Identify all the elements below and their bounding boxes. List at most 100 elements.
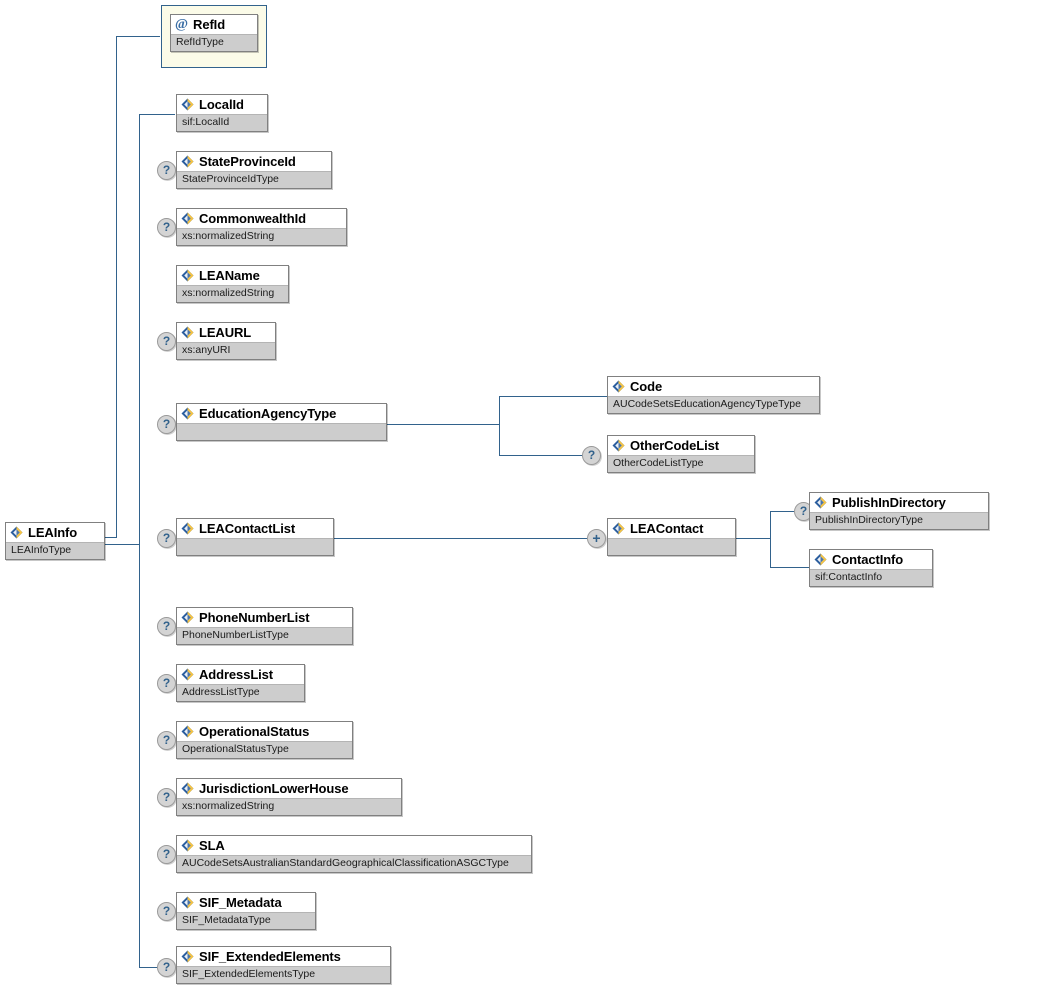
node-contactinfo[interactable]: ContactInfo sif:ContactInfo bbox=[809, 549, 933, 587]
node-stateprovinceid-header: StateProvinceId bbox=[177, 152, 331, 171]
node-leacontact-name: LEAContact bbox=[630, 521, 704, 536]
node-code-name: Code bbox=[630, 379, 663, 394]
node-code[interactable]: Code AUCodeSetsEducationAgencyTypeType bbox=[607, 376, 820, 414]
node-leainfo[interactable]: LEAInfo LEAInfoType bbox=[5, 522, 105, 560]
element-icon bbox=[181, 98, 194, 111]
node-leainfo-type: LEAInfoType bbox=[6, 542, 104, 559]
optional-marker-phonenumberlist[interactable]: ? bbox=[157, 617, 176, 636]
node-sla[interactable]: SLA AUCodeSetsAustralianStandardGeograph… bbox=[176, 835, 532, 873]
node-educationagencytype-header: EducationAgencyType bbox=[177, 404, 386, 423]
node-sifmetadata-name: SIF_Metadata bbox=[199, 895, 282, 910]
node-jurisdictionlowerhouse[interactable]: JurisdictionLowerHouse xs:normalizedStri… bbox=[176, 778, 402, 816]
node-addresslist-header: AddressList bbox=[177, 665, 304, 684]
node-localid[interactable]: LocalId sif:LocalId bbox=[176, 94, 268, 132]
connector-eat-out bbox=[387, 424, 500, 425]
node-stateprovinceid-name: StateProvinceId bbox=[199, 154, 296, 169]
node-sifextendedelements-header: SIF_ExtendedElements bbox=[177, 947, 390, 966]
node-operationalstatus[interactable]: OperationalStatus OperationalStatusType bbox=[176, 721, 353, 759]
element-icon bbox=[181, 611, 194, 624]
node-leacontact[interactable]: LEAContact bbox=[607, 518, 736, 556]
node-phonenumberlist[interactable]: PhoneNumberList PhoneNumberListType bbox=[176, 607, 353, 645]
node-refid-name: RefId bbox=[193, 17, 226, 32]
connector-root-elem-stub bbox=[105, 544, 140, 545]
connector-root-attr-stub bbox=[105, 537, 117, 538]
node-contactinfo-type: sif:ContactInfo bbox=[810, 569, 932, 586]
connector-lc-branch bbox=[770, 511, 771, 567]
element-icon bbox=[181, 782, 194, 795]
node-stateprovinceid-type: StateProvinceIdType bbox=[177, 171, 331, 188]
node-phonenumberlist-name: PhoneNumberList bbox=[199, 610, 310, 625]
node-educationagencytype[interactable]: EducationAgencyType bbox=[176, 403, 387, 441]
node-sifextendedelements-name: SIF_ExtendedElements bbox=[199, 949, 341, 964]
optional-marker-addresslist[interactable]: ? bbox=[157, 674, 176, 693]
node-refid-header: @ RefId bbox=[171, 15, 257, 34]
optional-marker-commonwealthid[interactable]: ? bbox=[157, 218, 176, 237]
element-icon bbox=[181, 326, 194, 339]
node-commonwealthid-header: CommonwealthId bbox=[177, 209, 346, 228]
optional-marker-leaurl[interactable]: ? bbox=[157, 332, 176, 351]
node-localid-type: sif:LocalId bbox=[177, 114, 267, 131]
optional-marker-operationalstatus[interactable]: ? bbox=[157, 731, 176, 750]
node-othercodelist-type: OtherCodeListType bbox=[608, 455, 754, 472]
optional-marker-leacontactlist[interactable]: ? bbox=[157, 529, 176, 548]
optional-marker-othercodelist[interactable]: ? bbox=[582, 446, 601, 465]
node-leainfo-header: LEAInfo bbox=[6, 523, 104, 542]
node-sifmetadata-header: SIF_Metadata bbox=[177, 893, 315, 912]
node-leaname[interactable]: LEAName xs:normalizedString bbox=[176, 265, 289, 303]
connector-lc-out bbox=[736, 538, 771, 539]
node-publishindirectory[interactable]: PublishInDirectory PublishInDirectoryTyp… bbox=[809, 492, 989, 530]
node-othercodelist[interactable]: OtherCodeList OtherCodeListType bbox=[607, 435, 755, 473]
node-leainfo-name: LEAInfo bbox=[28, 525, 78, 540]
element-icon bbox=[181, 896, 194, 909]
connector-element-trunk bbox=[139, 114, 140, 968]
node-leaurl-type: xs:anyURI bbox=[177, 342, 275, 359]
optional-marker-sifmetadata[interactable]: ? bbox=[157, 902, 176, 921]
node-addresslist-name: AddressList bbox=[199, 667, 274, 682]
node-phonenumberlist-header: PhoneNumberList bbox=[177, 608, 352, 627]
node-operationalstatus-header: OperationalStatus bbox=[177, 722, 352, 741]
element-icon bbox=[612, 380, 625, 393]
node-leacontact-header: LEAContact bbox=[608, 519, 735, 538]
node-code-header: Code bbox=[608, 377, 819, 396]
node-commonwealthid[interactable]: CommonwealthId xs:normalizedString bbox=[176, 208, 347, 246]
optional-marker-sifextendedelements[interactable]: ? bbox=[157, 958, 176, 977]
element-icon bbox=[10, 526, 23, 539]
node-educationagencytype-type bbox=[177, 423, 386, 440]
node-sifextendedelements[interactable]: SIF_ExtendedElements SIF_ExtendedElement… bbox=[176, 946, 391, 984]
optional-marker-jurisdictionlowerhouse[interactable]: ? bbox=[157, 788, 176, 807]
node-leaname-type: xs:normalizedString bbox=[177, 285, 288, 302]
node-leaurl[interactable]: LEAURL xs:anyURI bbox=[176, 322, 276, 360]
optional-marker-stateprovinceid[interactable]: ? bbox=[157, 161, 176, 180]
node-leaurl-name: LEAURL bbox=[199, 325, 252, 340]
expand-marker-leacontact[interactable]: + bbox=[587, 529, 606, 548]
element-icon bbox=[181, 212, 194, 225]
node-othercodelist-name: OtherCodeList bbox=[630, 438, 719, 453]
element-icon bbox=[181, 269, 194, 282]
connector-attr-refid bbox=[116, 36, 160, 37]
connector-trunk-sifext bbox=[139, 967, 158, 968]
node-publishindirectory-type: PublishInDirectoryType bbox=[810, 512, 988, 529]
element-icon bbox=[181, 522, 194, 535]
node-leacontact-type bbox=[608, 538, 735, 555]
attribute-icon: @ bbox=[175, 16, 189, 32]
node-leacontactlist[interactable]: LEAContactList bbox=[176, 518, 334, 556]
optional-marker-sla[interactable]: ? bbox=[157, 845, 176, 864]
node-jurisdictionlowerhouse-type: xs:normalizedString bbox=[177, 798, 401, 815]
attribute-frame-refid: @ RefId RefIdType bbox=[161, 5, 267, 68]
node-addresslist-type: AddressListType bbox=[177, 684, 304, 701]
node-addresslist[interactable]: AddressList AddressListType bbox=[176, 664, 305, 702]
connector-lc-contact bbox=[770, 567, 809, 568]
element-icon bbox=[181, 407, 194, 420]
connector-attr-trunk bbox=[116, 36, 117, 538]
node-sla-name: SLA bbox=[199, 838, 225, 853]
node-leaurl-header: LEAURL bbox=[177, 323, 275, 342]
optional-marker-educationagencytype[interactable]: ? bbox=[157, 415, 176, 434]
node-refid[interactable]: @ RefId RefIdType bbox=[170, 14, 258, 52]
node-stateprovinceid[interactable]: StateProvinceId StateProvinceIdType bbox=[176, 151, 332, 189]
node-publishindirectory-header: PublishInDirectory bbox=[810, 493, 988, 512]
element-icon bbox=[814, 496, 827, 509]
node-educationagencytype-name: EducationAgencyType bbox=[199, 406, 337, 421]
element-icon bbox=[814, 553, 827, 566]
connector-eat-ocl bbox=[499, 455, 582, 456]
node-sifmetadata[interactable]: SIF_Metadata SIF_MetadataType bbox=[176, 892, 316, 930]
